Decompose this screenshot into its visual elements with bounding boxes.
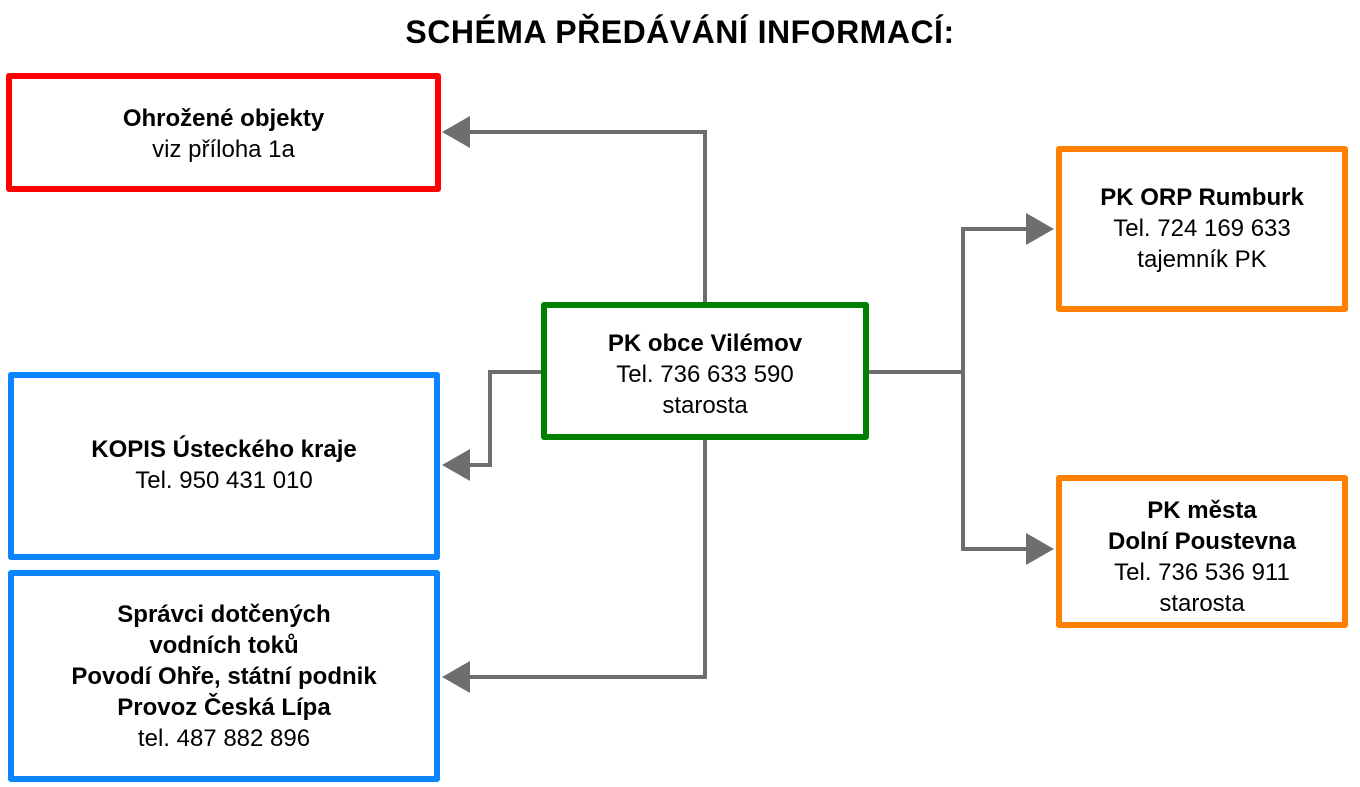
node-rumburk-heading: PK ORP Rumburk bbox=[1100, 184, 1304, 211]
node-spravci-unit: Provoz Česká Lípa bbox=[117, 693, 331, 721]
edge-vilemov-rumburk bbox=[961, 213, 1054, 372]
node-ohrozene-objekty: Ohrožené objekty viz příloha 1a bbox=[6, 73, 441, 192]
node-kopis-phone: Tel. 950 431 010 bbox=[135, 467, 313, 494]
node-spravci-phone: tel. 487 882 896 bbox=[137, 724, 311, 752]
node-pk-orp-rumburk: PK ORP Rumburk Tel. 724 169 633 tajemník… bbox=[1056, 146, 1348, 312]
node-poustevna-heading-1: PK města bbox=[1147, 497, 1257, 524]
edge-vilemov-poustevna bbox=[961, 372, 1054, 565]
node-poustevna-heading-2: Dolní Poustevna bbox=[1107, 528, 1297, 555]
node-pk-dolni-poustevna: PK města Dolní Poustevna Tel. 736 536 91… bbox=[1056, 475, 1348, 628]
node-kopis-heading: KOPIS Ústeckého kraje bbox=[91, 436, 357, 463]
node-poustevna-phone: Tel. 736 536 911 bbox=[1114, 559, 1290, 586]
node-rumburk-role: tajemník PK bbox=[1137, 246, 1267, 273]
node-poustevna-role: starosta bbox=[1159, 590, 1245, 617]
node-vilemov-heading: PK obce Vilémov bbox=[607, 330, 803, 357]
node-spravci-heading-2: vodních toků bbox=[149, 631, 299, 659]
node-ohrozene-heading: Ohrožené objekty bbox=[122, 105, 325, 132]
node-kopis: KOPIS Ústeckého kraje Tel. 950 431 010 bbox=[8, 372, 440, 560]
node-rumburk-phone: Tel. 724 169 633 bbox=[1113, 215, 1291, 242]
node-spravci-org: Povodí Ohře, státní podnik bbox=[71, 662, 377, 690]
node-pk-vilemov: PK obce Vilémov Tel. 736 633 590 starost… bbox=[541, 302, 869, 440]
node-ohrozene-note: viz příloha 1a bbox=[152, 136, 295, 163]
node-spravci-heading-1: Správci dotčených bbox=[117, 600, 331, 628]
diagram-title: SCHÉMA PŘEDÁVÁNÍ INFORMACÍ: bbox=[405, 14, 955, 50]
node-spravci-toku: Správci dotčených vodních toků Povodí Oh… bbox=[8, 570, 440, 782]
edge-vilemov-ohrozene bbox=[442, 116, 707, 302]
edge-vilemov-kopis bbox=[442, 370, 541, 481]
edge-vilemov-spravci bbox=[442, 440, 707, 693]
node-vilemov-role: starosta bbox=[662, 392, 748, 419]
node-vilemov-phone: Tel. 736 633 590 bbox=[616, 361, 794, 388]
